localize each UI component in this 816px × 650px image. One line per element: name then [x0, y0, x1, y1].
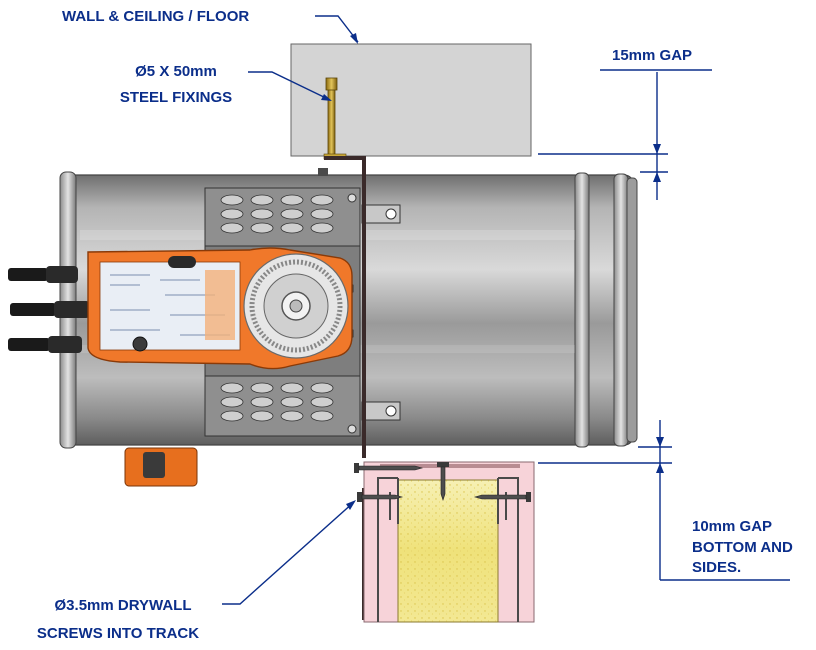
- bracket-bottom: [361, 401, 401, 421]
- wall-ceiling-floor-label: WALL & CEILING / FLOOR: [62, 8, 250, 25]
- screws-label-line1: Ø3.5mm DRYWALL: [54, 597, 192, 614]
- bracket-top: [361, 204, 401, 224]
- gap-bottom-arrow-up-icon: [656, 463, 664, 473]
- gap-top-arrow-down-icon: [653, 144, 661, 154]
- actuator-icon: [8, 247, 353, 487]
- gap-bottom-label-line1: 10mm GAP: [692, 518, 773, 535]
- fixings-leader: [248, 71, 331, 101]
- fixings-label-line2: STEEL FIXINGS: [119, 89, 233, 106]
- gap-bottom-label-line2: BOTTOM AND: [692, 539, 793, 556]
- mounting-plate-top: [204, 187, 361, 247]
- fixings-label-line1: Ø5 X 50mm: [135, 63, 217, 80]
- cable-icon: [8, 266, 90, 353]
- gap-top-arrow-up-icon: [653, 172, 661, 182]
- wall-arrow-icon: [350, 33, 358, 44]
- screws-label-line2: SCREWS INTO TRACK: [36, 625, 200, 642]
- screws-arrow-icon: [346, 500, 356, 510]
- wall-leader: [315, 15, 359, 43]
- drywall-screw-icon: [354, 462, 531, 502]
- fixings-arrow-icon: [321, 94, 332, 101]
- gap-bottom-label-line3: SIDES.: [692, 559, 742, 576]
- drywall-section: [363, 461, 535, 623]
- screws-leader: [222, 501, 355, 605]
- gap-top-label: 15mm GAP: [612, 47, 693, 64]
- gap-bottom-arrow-down-icon: [656, 437, 664, 447]
- mounting-plate-bottom: [204, 375, 361, 437]
